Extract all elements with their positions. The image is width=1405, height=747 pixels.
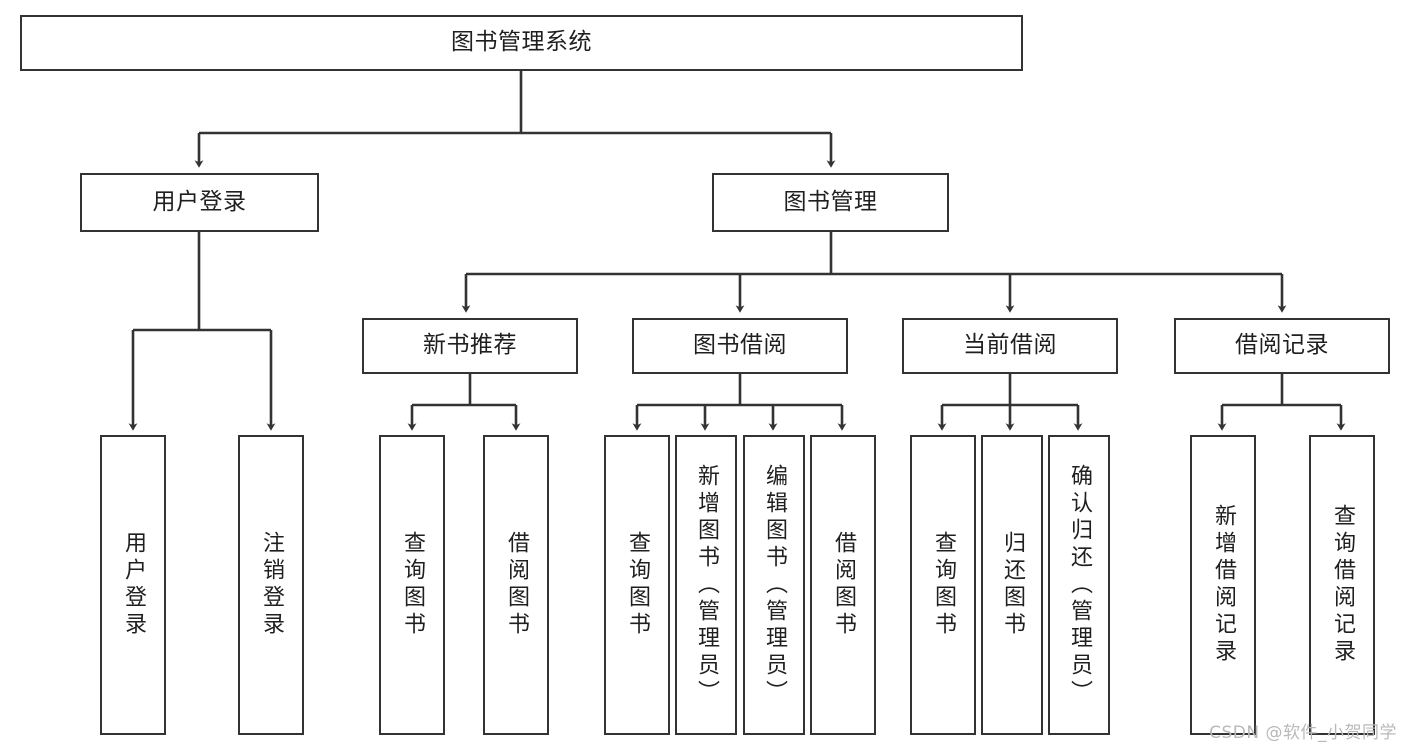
node-leaf-edit-book-admin[interactable]: 编辑图书（管理员）	[743, 435, 805, 735]
node-leaf-query-book-2[interactable]: 查询图书	[604, 435, 670, 735]
node-leaf-add-borrow-record[interactable]: 新增借阅记录	[1190, 435, 1256, 735]
node-label: 图书管理系统	[451, 29, 592, 56]
node-label: 注销登录	[259, 531, 284, 639]
node-label: 归还图书	[1000, 531, 1025, 639]
node-leaf-logout-login[interactable]: 注销登录	[238, 435, 304, 735]
watermark-text: CSDN @软件_小贺同学	[1209, 723, 1397, 743]
node-label: 新增图书（管理员）	[694, 463, 719, 707]
node-root-system[interactable]: 图书管理系统	[20, 15, 1023, 71]
node-label: 查询图书	[625, 531, 650, 639]
node-new-book-recommend[interactable]: 新书推荐	[362, 318, 578, 374]
node-leaf-add-book-admin[interactable]: 新增图书（管理员）	[675, 435, 737, 735]
node-user-login[interactable]: 用户登录	[80, 173, 319, 232]
node-label: 借阅记录	[1235, 332, 1329, 359]
node-leaf-borrow-book-2[interactable]: 借阅图书	[810, 435, 876, 735]
node-label: 用户登录	[152, 188, 247, 215]
node-borrow-record[interactable]: 借阅记录	[1174, 318, 1390, 374]
node-book-management[interactable]: 图书管理	[712, 173, 949, 232]
node-leaf-borrow-book-1[interactable]: 借阅图书	[483, 435, 549, 735]
node-label: 查询图书	[400, 531, 425, 639]
node-label: 新增借阅记录	[1211, 504, 1236, 666]
node-label: 借阅图书	[831, 531, 856, 639]
node-label: 新书推荐	[423, 332, 517, 359]
node-leaf-user-login[interactable]: 用户登录	[100, 435, 166, 735]
node-label: 查询图书	[931, 531, 956, 639]
node-book-borrow[interactable]: 图书借阅	[632, 318, 848, 374]
node-label: 用户登录	[121, 531, 146, 639]
node-label: 图书管理	[783, 188, 878, 215]
node-leaf-confirm-return-admin[interactable]: 确认归还（管理员）	[1048, 435, 1110, 735]
node-current-borrow[interactable]: 当前借阅	[902, 318, 1118, 374]
node-leaf-query-book-1[interactable]: 查询图书	[379, 435, 445, 735]
node-label: 当前借阅	[963, 332, 1057, 359]
node-leaf-query-borrow-record[interactable]: 查询借阅记录	[1309, 435, 1375, 735]
node-label: 借阅图书	[504, 531, 529, 639]
node-leaf-return-book[interactable]: 归还图书	[981, 435, 1043, 735]
node-label: 图书借阅	[693, 332, 787, 359]
node-label: 查询借阅记录	[1330, 504, 1355, 666]
node-label: 编辑图书（管理员）	[762, 463, 787, 707]
node-leaf-query-book-3[interactable]: 查询图书	[910, 435, 976, 735]
node-label: 确认归还（管理员）	[1067, 463, 1092, 707]
